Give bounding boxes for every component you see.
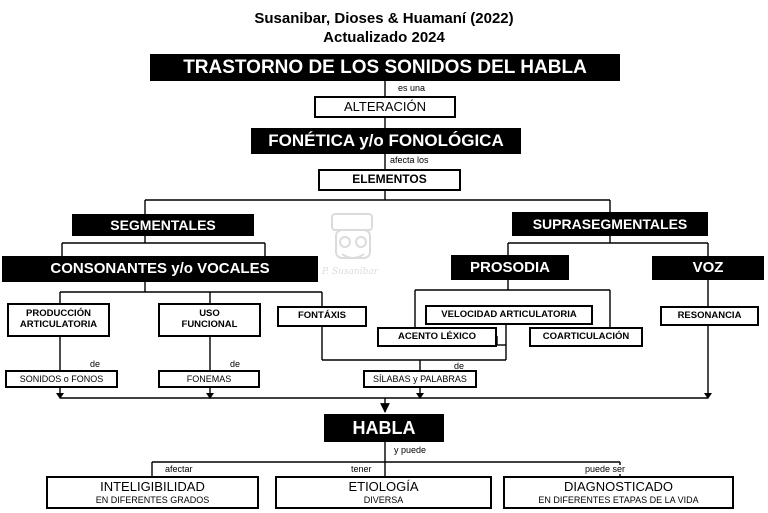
node-fonetica: FONÉTICA y/o FONOLÓGICA	[251, 128, 521, 154]
inteligibilidad-line-2: EN DIFERENTES GRADOS	[95, 494, 210, 505]
node-fonemas: FONEMAS	[158, 370, 260, 388]
node-habla: HABLA	[324, 414, 444, 442]
connector-de-3: de	[452, 361, 467, 371]
connector-puede-ser: puede ser	[583, 464, 628, 474]
node-trastorno: TRASTORNO DE LOS SONIDOS DEL HABLA	[150, 54, 620, 81]
node-segmentales: SEGMENTALES	[72, 214, 254, 236]
watermark-stamp: P. Susanibar	[320, 210, 386, 280]
connector-de-1: de	[88, 359, 103, 369]
node-consonantes: CONSONANTES y/o VOCALES	[2, 256, 318, 282]
node-produccion-articulatoria: PRODUCCIÓN ARTICULATORIA	[7, 303, 110, 337]
node-voz: VOZ	[652, 256, 764, 280]
node-silabas-palabras: SÍLABAS y PALABRAS	[363, 370, 477, 388]
inteligibilidad-line-1: INTELIGIBILIDAD	[100, 478, 205, 494]
node-inteligibilidad: INTELIGIBILIDAD EN DIFERENTES GRADOS	[46, 476, 259, 509]
node-prosodia: PROSODIA	[451, 255, 569, 280]
etiologia-line-1: ETIOLOGÍA	[348, 478, 419, 494]
connector-afectar: afectar	[163, 464, 195, 474]
watermark-signature: P. Susanibar	[321, 267, 379, 277]
node-velocidad-articulatoria: VELOCIDAD ARTICULATORIA	[425, 305, 593, 325]
title-line-1: Susanibar, Dioses & Huamaní (2022)	[254, 10, 514, 27]
node-elementos: ELEMENTOS	[318, 169, 461, 191]
node-sonidos-fonos: SONIDOS o FONOS	[5, 370, 118, 388]
diagnosticado-line-1: DIAGNOSTICADO	[563, 478, 674, 494]
node-coarticulacion: COARTICULACIÓN	[529, 327, 643, 347]
title-line-2: Actualizado 2024	[323, 29, 445, 46]
node-resonancia: RESONANCIA	[660, 306, 759, 326]
node-fontaxis: FONTÁXIS	[277, 306, 367, 327]
produccion-line-2: ARTICULATORIA	[19, 319, 98, 330]
connector-tener: tener	[349, 464, 374, 474]
diagnosticado-line-2: EN DIFERENTES ETAPAS DE LA VIDA	[538, 494, 699, 505]
connector-afecta-los: afecta los	[388, 155, 431, 165]
produccion-line-1: PRODUCCIÓN	[26, 308, 91, 320]
uso-line-2: FUNCIONAL	[181, 319, 238, 330]
node-acento-lexico: ACENTO LÉXICO	[377, 327, 497, 347]
caricature-icon: P. Susanibar	[321, 213, 379, 277]
node-alteracion: ALTERACIÓN	[314, 96, 456, 118]
uso-line-1: USO	[199, 308, 220, 320]
node-uso-funcional: USO FUNCIONAL	[158, 303, 261, 337]
node-diagnosticado: DIAGNOSTICADO EN DIFERENTES ETAPAS DE LA…	[503, 476, 734, 509]
node-suprasegmentales: SUPRASEGMENTALES	[512, 212, 708, 236]
etiologia-line-2: DIVERSA	[363, 494, 404, 505]
connector-de-2: de	[228, 359, 243, 369]
connector-y-puede: y puede	[392, 445, 429, 455]
connector-es-una: es una	[396, 83, 428, 93]
node-etiologia: ETIOLOGÍA DIVERSA	[275, 476, 492, 509]
